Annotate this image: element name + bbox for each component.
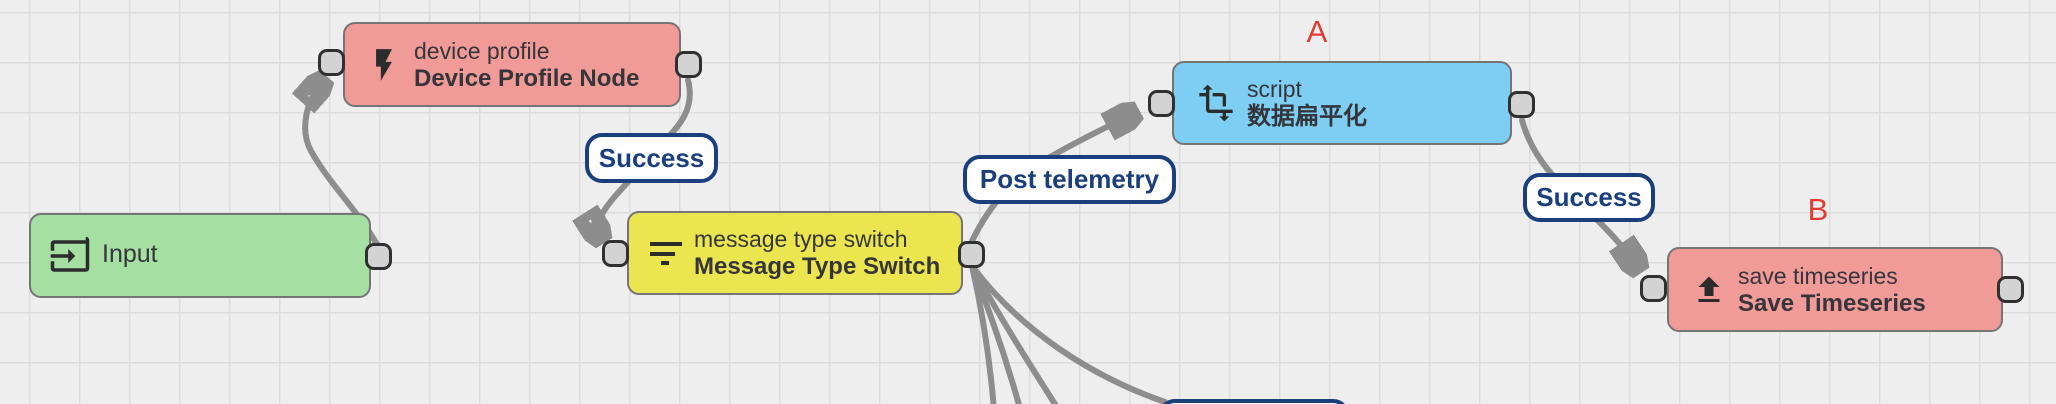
- node-script[interactable]: script 数据扁平化: [1172, 61, 1512, 145]
- input-icon: [49, 235, 91, 277]
- connector-switch-left[interactable]: [602, 240, 629, 267]
- node-message-type-switch[interactable]: message type switch Message Type Switch: [627, 211, 963, 295]
- node-type-label: script: [1247, 76, 1302, 102]
- connector-script-right[interactable]: [1508, 91, 1535, 118]
- connector-device-profile-left[interactable]: [318, 49, 345, 76]
- node-name: Message Type Switch: [694, 253, 941, 280]
- flash-icon: [365, 46, 403, 84]
- edge-switch-fan-4[interactable]: [969, 263, 1168, 404]
- connector-device-profile-right[interactable]: [675, 51, 702, 78]
- filter-lines-icon: [649, 240, 683, 266]
- link-label-success-1[interactable]: Success: [585, 133, 718, 183]
- connector-switch-right[interactable]: [958, 241, 985, 268]
- upload-icon: [1691, 272, 1727, 308]
- connector-input-right[interactable]: [365, 243, 392, 270]
- edge-switch-fan-3[interactable]: [969, 263, 1060, 404]
- link-label-success-2[interactable]: Success: [1523, 173, 1655, 222]
- transform-icon: [1196, 83, 1236, 123]
- node-type-label: save timeseries: [1738, 262, 1898, 289]
- link-label-text: Success: [598, 142, 705, 173]
- node-device-profile[interactable]: device profile Device Profile Node: [343, 22, 681, 107]
- node-save-timeseries[interactable]: save timeseries Save Timeseries: [1667, 247, 2003, 332]
- node-type-label: message type switch: [694, 226, 908, 252]
- link-label-post-telemetry[interactable]: Post telemetry: [963, 155, 1176, 204]
- node-name: Input: [102, 239, 158, 268]
- node-name: 数据扁平化: [1247, 103, 1367, 130]
- annotation-b: B: [1807, 192, 1829, 227]
- node-type-label: device profile: [414, 37, 550, 64]
- link-label-text: Success: [1536, 182, 1642, 212]
- connector-save-left[interactable]: [1640, 275, 1667, 302]
- connector-save-right[interactable]: [1997, 276, 2024, 303]
- node-input[interactable]: Input: [29, 213, 371, 298]
- link-label-text: Post telemetry: [979, 164, 1160, 194]
- node-name: Device Profile Node: [414, 64, 640, 92]
- connector-script-left[interactable]: [1148, 90, 1175, 117]
- node-name: Save Timeseries: [1738, 289, 1926, 317]
- annotation-a: A: [1306, 14, 1328, 49]
- link-label-cutoff-bottom[interactable]: [1158, 399, 1350, 404]
